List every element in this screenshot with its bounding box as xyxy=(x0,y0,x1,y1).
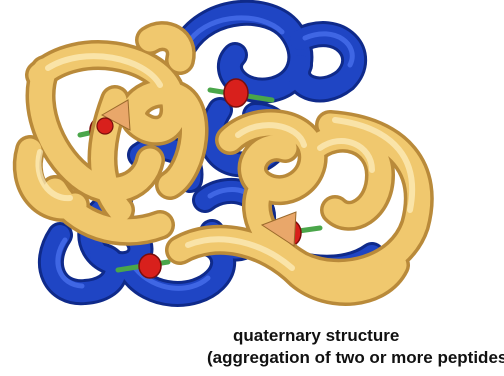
caption-line-1: quaternary structure xyxy=(233,326,399,345)
caption-line-2: (aggregation of two or more peptides) xyxy=(207,348,504,367)
